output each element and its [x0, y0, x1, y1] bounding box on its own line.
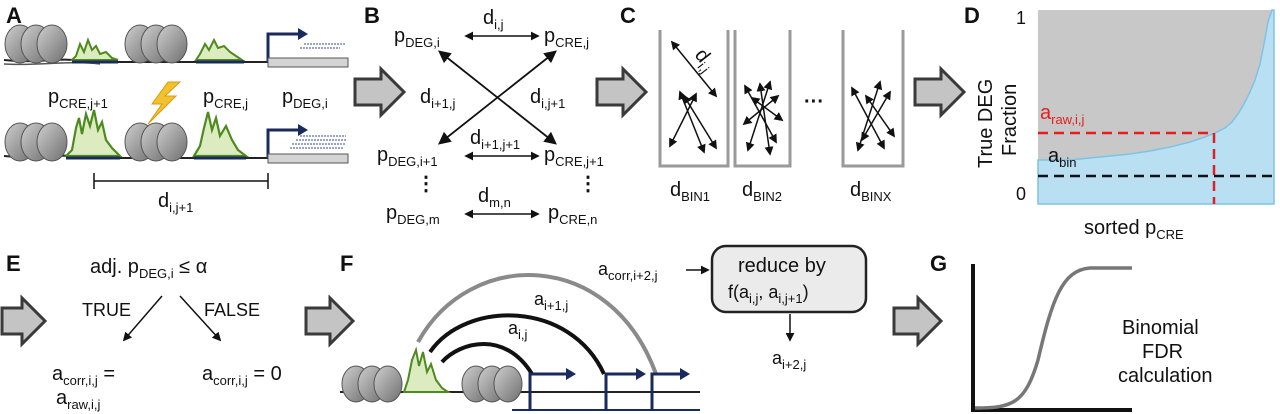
peak-small-1 — [69, 37, 119, 61]
e-false-result: acorr,i,j = 0 — [202, 363, 282, 388]
d-ylabel-1: True DEG — [975, 79, 997, 168]
flow-arrow-icon — [353, 65, 407, 119]
panel-label-c: C — [620, 3, 636, 28]
b-p-deg-i: pDEG,i — [394, 25, 440, 50]
panel-label-b: B — [364, 3, 380, 28]
c-ellipsis: ··· — [804, 91, 824, 113]
bin-container-2 — [733, 30, 792, 168]
peak-large-1 — [63, 109, 123, 158]
d-a-raw-label: araw,i,j — [1040, 102, 1084, 127]
g-line3: calculation — [1118, 365, 1213, 387]
panel-c: di,j ··· dBIN1 dBIN2 dBINX — [658, 30, 905, 204]
b-d-mn: dm,n — [478, 185, 511, 210]
panel-b: pDEG,i pCRE,j di,j di+1,j di,j+1 pDEG,i+… — [377, 7, 604, 227]
panel-a: pCRE,j+1 pCRE,j pDEG,i — [3, 24, 349, 215]
f-a-i2j: ai+2,j — [772, 348, 806, 372]
flow-arrow-icon — [0, 294, 48, 348]
panel-label-a: A — [6, 3, 22, 28]
reduce-box — [710, 244, 868, 314]
e-true-result-1: acorr,i,j = — [52, 363, 115, 388]
g-line1: Binomial — [1122, 317, 1199, 339]
flow-arrow-icon — [304, 294, 356, 348]
e-true: TRUE — [82, 300, 131, 320]
c-bin2: dBIN2 — [742, 179, 782, 204]
panel-label-f: F — [340, 251, 353, 276]
nucleosome-icon — [461, 365, 523, 403]
flow-arrow-icon — [892, 294, 944, 348]
flow-arrow-icon — [595, 65, 649, 119]
f-a-corr: acorr,i+2,j — [598, 259, 658, 283]
panel-label-g: G — [930, 251, 947, 276]
panel-d: 1 0 True DEG Fraction araw,i,j abin sort… — [975, 8, 1275, 242]
bin2-arrows — [742, 80, 784, 156]
b-d-i1j1: di+1,j+1 — [470, 127, 520, 152]
c-d-ij: di,j — [688, 45, 720, 77]
gene-arrow-icon — [528, 368, 576, 410]
e-condition: adj. pDEG,i ≤ α — [90, 256, 207, 281]
b-d-ij1: di,j+1 — [530, 86, 565, 111]
panel-e: adj. pDEG,i ≤ α TRUE FALSE acorr,i,j = a… — [0, 256, 282, 412]
f-a-i1j: ai+1,j — [534, 289, 568, 313]
gene-arrow-icon — [266, 28, 349, 68]
gene-arrow-icon — [266, 124, 349, 164]
label-p-cre-j: pCRE,j — [203, 86, 248, 111]
b-d-ij: di,j — [483, 7, 504, 32]
d-y-bottom: 0 — [1016, 184, 1026, 204]
label-p-cre-j1: pCRE,j+1 — [48, 86, 108, 111]
b-p-cre-n: pCRE,n — [548, 202, 597, 227]
g-line2: FDR — [1142, 341, 1183, 363]
bin-container-1 — [658, 30, 730, 168]
gene-arrow-icon — [604, 368, 646, 410]
nucleosome-icon — [4, 24, 68, 64]
nucleosome-icon — [124, 24, 188, 64]
sigmoid-curve — [974, 266, 1132, 410]
flow-arrow-icon — [913, 65, 967, 119]
panel-g: Binomial FDR calculation — [892, 264, 1213, 412]
b-p-cre-j1: pCRE,j+1 — [544, 144, 604, 169]
lightning-icon — [147, 81, 182, 125]
panel-label-d: D — [964, 3, 980, 28]
gene-arrow-icon — [650, 368, 690, 410]
arc-a-i1j — [428, 313, 606, 375]
bin1-arrows — [669, 40, 718, 154]
b-vdots-right: ⋮ — [578, 173, 598, 195]
d-a-bin-label: abin — [1048, 145, 1076, 170]
nucleosome-icon — [341, 365, 403, 403]
panel-label-e: E — [6, 251, 21, 276]
b-p-deg-m: pDEG,m — [386, 202, 440, 227]
label-p-deg-i: pDEG,i — [282, 86, 328, 111]
reduce-box-line1: reduce by — [738, 255, 826, 277]
distance-bracket — [93, 173, 269, 189]
panel-f: acorr,i+2,j ai+1,j ai,j reduce by f(ai,j… — [304, 244, 868, 411]
nucleosome-icon — [4, 122, 68, 162]
peak-large-2 — [192, 111, 250, 158]
c-binx: dBINX — [850, 179, 892, 204]
arc-a-corr — [416, 273, 658, 375]
d-y-top: 1 — [1016, 8, 1026, 28]
f-peak — [402, 346, 452, 393]
peak-small-2 — [194, 37, 246, 61]
c-bin1: dBIN1 — [670, 179, 710, 204]
d-ylabel-2: Fraction — [999, 84, 1021, 156]
binx-arrows — [851, 80, 896, 152]
b-p-deg-i1: pDEG,i+1 — [377, 144, 438, 169]
e-true-result-2: araw,i,j — [56, 387, 100, 412]
f-a-ij: ai,j — [508, 318, 528, 342]
d-xlabel: sorted pCRE — [1084, 217, 1184, 242]
reduce-box-line2: f(ai,j, ai,j+1) — [728, 282, 809, 306]
b-vdots-left: ⋮ — [416, 173, 436, 195]
b-p-cre-j: pCRE,j — [544, 25, 589, 50]
b-d-i1j: di+1,j — [420, 86, 455, 111]
arc-a-ij — [440, 342, 534, 376]
bin-container-x — [841, 30, 905, 168]
e-false: FALSE — [204, 300, 260, 320]
nucleosome-icon — [124, 122, 188, 162]
label-distance: di,j+1 — [158, 190, 193, 215]
